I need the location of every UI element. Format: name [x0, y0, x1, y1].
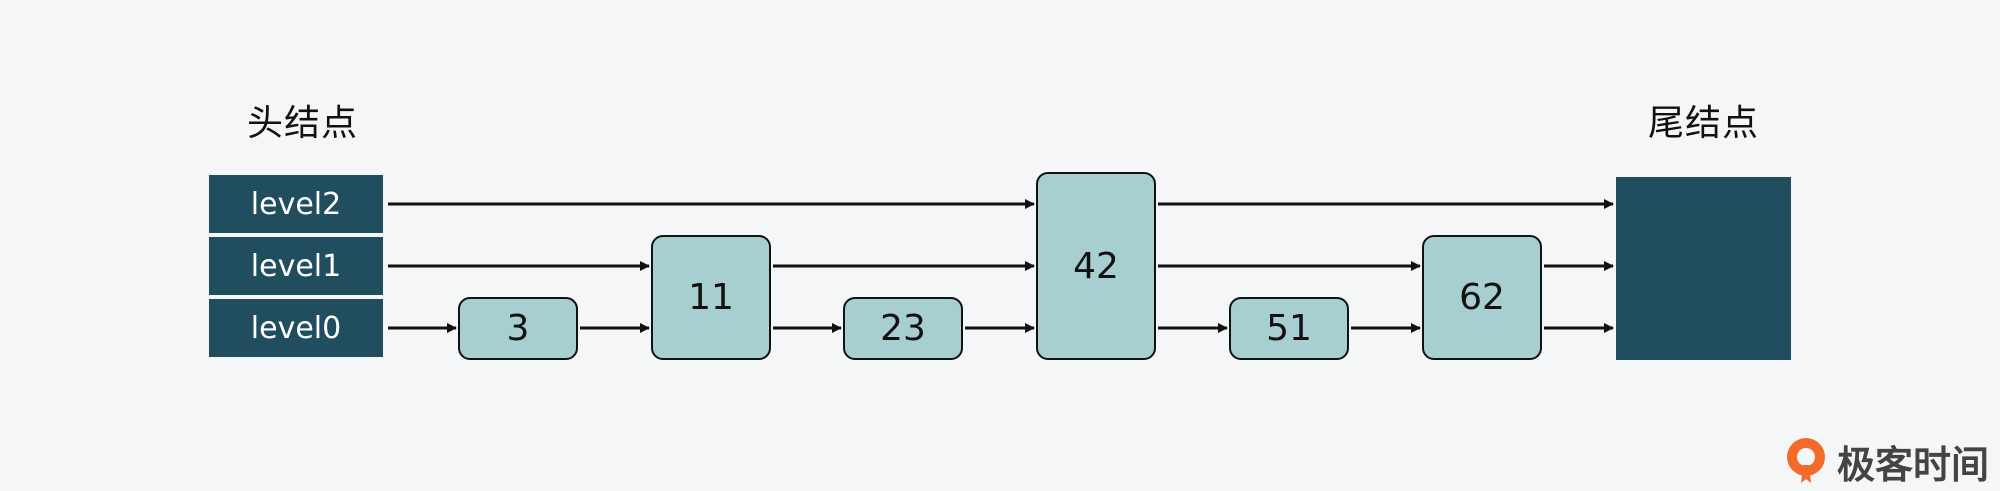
node-23: 23	[843, 297, 963, 360]
geektime-logo-icon	[1787, 438, 1825, 483]
node-11: 11	[651, 235, 771, 360]
head-node-title: 头结点	[247, 103, 359, 144]
head-level0: level0	[209, 299, 383, 357]
brand-watermark: 极客时间	[1783, 434, 1989, 488]
brand-name: 极客时间	[1837, 442, 1990, 487]
tail-node	[1616, 177, 1791, 360]
node-42: 42	[1036, 172, 1156, 360]
node-62: 62	[1422, 235, 1542, 360]
head-level2: level2	[209, 175, 383, 233]
node-3: 3	[458, 297, 578, 360]
node-51: 51	[1229, 297, 1349, 360]
tail-node-title: 尾结点	[1648, 103, 1760, 144]
head-level1: level1	[209, 237, 383, 295]
